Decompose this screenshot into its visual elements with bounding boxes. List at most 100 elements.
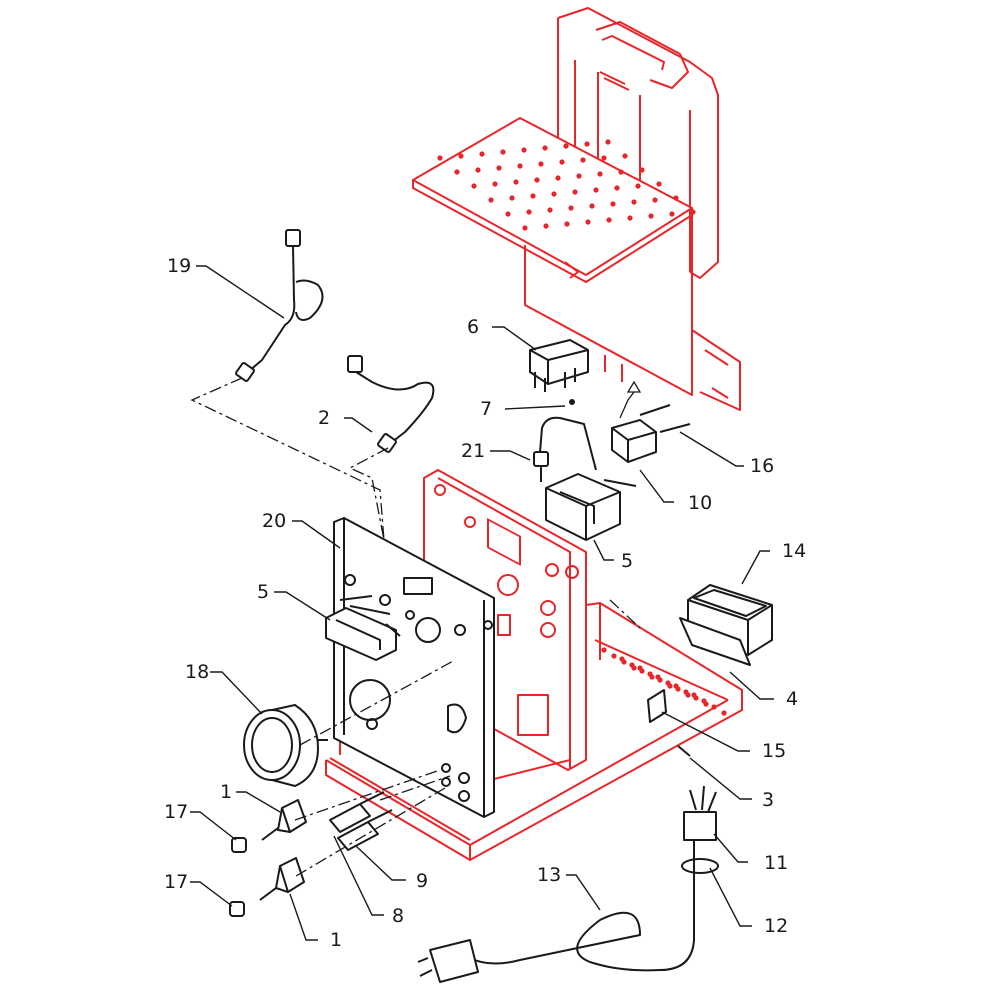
base-hole — [711, 704, 717, 710]
tray-hole — [521, 147, 527, 153]
base-hole — [649, 674, 655, 680]
tray-hole — [635, 183, 641, 189]
callout-19: 19 — [167, 255, 191, 277]
tray-hole — [673, 195, 679, 201]
base-hole — [631, 665, 637, 671]
tray-hole — [614, 185, 620, 191]
tray-hole — [551, 191, 557, 197]
temperature-probe — [533, 416, 597, 482]
tray-hole — [584, 141, 590, 147]
transformer — [679, 584, 773, 666]
tray-hole — [542, 145, 548, 151]
tray-hole — [601, 155, 607, 161]
base-hole — [657, 677, 663, 683]
callout-labels: 19 2 6 7 21 16 10 5 20 5 14 4 18 15 3 1 … — [164, 255, 806, 951]
callout-12: 12 — [764, 915, 788, 937]
callout-14: 14 — [782, 540, 806, 562]
tray-hole — [564, 221, 570, 227]
tray-hole — [475, 167, 481, 173]
callout-1-lower: 1 — [330, 929, 342, 951]
callout-4: 4 — [786, 688, 798, 710]
tray-hole — [534, 177, 540, 183]
tray-hole — [597, 171, 603, 177]
tray-hole — [513, 179, 519, 185]
tray-hole — [585, 219, 591, 225]
tray-hole — [580, 157, 586, 163]
tray-hole — [627, 215, 633, 221]
base-hole — [667, 683, 673, 689]
sensor-harness — [235, 229, 324, 382]
tray-hole — [669, 211, 675, 217]
tray-hole — [555, 175, 561, 181]
callout-11: 11 — [764, 852, 788, 874]
base-hole — [601, 647, 607, 653]
callout-1-upper: 1 — [220, 781, 232, 803]
toggle-switch-upper — [231, 799, 307, 853]
tray-hole — [618, 169, 624, 175]
callout-10: 10 — [688, 492, 712, 514]
tray-hole — [559, 159, 565, 165]
callout-17-lower: 17 — [164, 871, 188, 893]
drip-tray-cover — [412, 117, 741, 411]
base-hole — [675, 686, 681, 692]
relay-block — [529, 339, 589, 405]
base-hole — [685, 692, 691, 698]
tray-hole — [610, 201, 616, 207]
tray-hole — [530, 193, 536, 199]
tray-hole — [488, 197, 494, 203]
tray-hole — [543, 223, 549, 229]
tray-hole — [471, 183, 477, 189]
tray-hole — [605, 139, 611, 145]
base-hole — [639, 668, 645, 674]
tray-hole — [606, 217, 612, 223]
tray-hole — [652, 197, 658, 203]
base-hole — [693, 695, 699, 701]
bracket-upper — [545, 473, 637, 541]
callout-5-front: 5 — [257, 581, 269, 603]
callout-20: 20 — [262, 510, 286, 532]
tray-hole — [563, 143, 569, 149]
tray-hole — [631, 199, 637, 205]
tray-hole — [500, 149, 506, 155]
tray-hole — [568, 205, 574, 211]
callout-21: 21 — [461, 440, 485, 462]
callout-leaders — [190, 265, 774, 941]
tray-hole — [690, 209, 696, 215]
callout-7: 7 — [480, 398, 492, 420]
callout-13: 13 — [537, 864, 561, 886]
tray-hole — [479, 151, 485, 157]
tray-hole — [576, 173, 582, 179]
base-hole — [703, 701, 709, 707]
tray-hole — [622, 153, 628, 159]
tray-hole — [526, 209, 532, 215]
tray-hole — [572, 189, 578, 195]
callout-15: 15 — [762, 740, 786, 762]
tray-hole — [509, 195, 515, 201]
tray-hole — [458, 153, 464, 159]
bracket-small — [647, 689, 667, 723]
callout-16: 16 — [750, 455, 774, 477]
callout-2: 2 — [318, 407, 330, 429]
base-hole — [621, 659, 627, 665]
callout-9: 9 — [416, 870, 428, 892]
switch-module — [325, 595, 401, 661]
callout-8: 8 — [392, 905, 404, 927]
tray-hole — [593, 187, 599, 193]
toggle-switch-lower — [229, 857, 305, 917]
tray-hole — [454, 169, 460, 175]
base-frame — [325, 602, 743, 861]
front-panel — [333, 517, 495, 818]
tray-hole — [639, 167, 645, 173]
wire-connector — [347, 355, 435, 453]
tray-hole — [496, 165, 502, 171]
tray-hole — [656, 181, 662, 187]
tray-hole — [437, 155, 443, 161]
tray-hole — [648, 213, 654, 219]
base-hole — [611, 653, 617, 659]
power-cord — [417, 785, 719, 983]
tray-hole — [522, 225, 528, 231]
assembly-guide-lines — [190, 377, 641, 877]
callout-3: 3 — [762, 789, 774, 811]
fuse-holders — [329, 791, 393, 851]
